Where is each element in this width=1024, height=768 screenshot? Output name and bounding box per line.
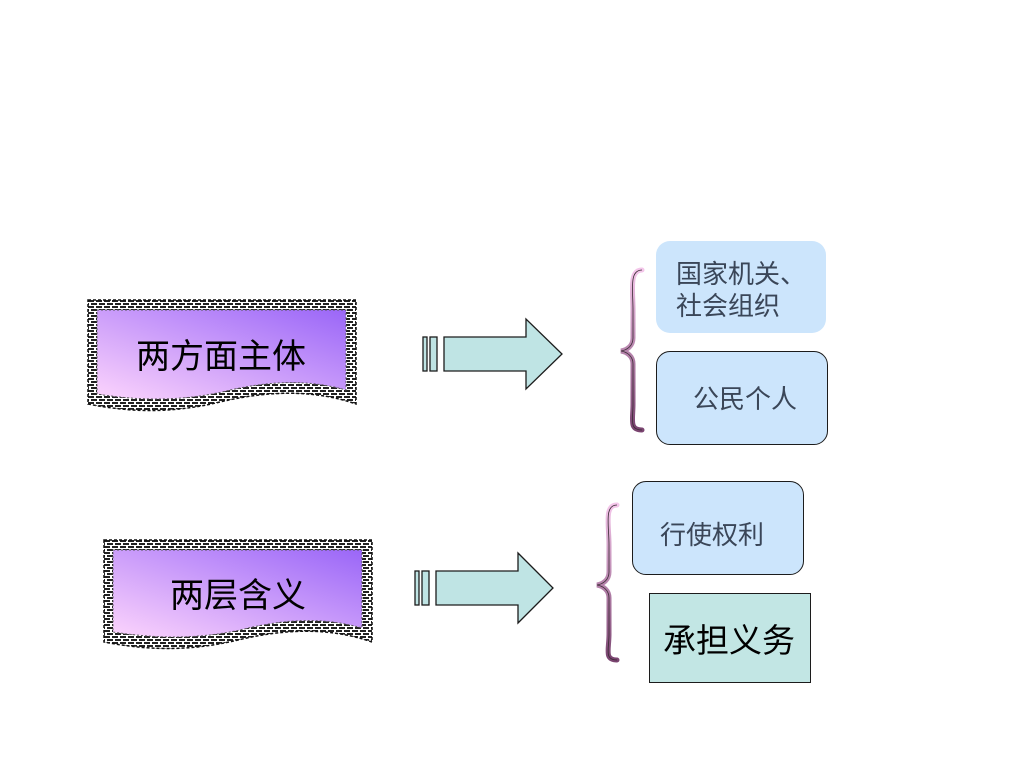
banner-subjects-title: 两方面主体 — [136, 337, 306, 377]
node-exercise-rights: 行使权利 — [632, 481, 804, 575]
node-state-organs-line2: 社会组织 — [676, 292, 781, 322]
node-citizens: 公民个人 — [656, 351, 828, 445]
arrow-subjects — [422, 317, 563, 391]
brace-meanings — [596, 502, 620, 663]
brace-subjects-outline — [620, 269, 643, 431]
node-state-organs-line1: 国家机关、 — [676, 260, 807, 290]
node-citizens-label: 公民个人 — [693, 385, 798, 415]
banner-meanings-fill — [112, 549, 363, 638]
banner-meanings — [103, 539, 373, 650]
node-fulfill-duties: 承担义务 — [649, 593, 811, 683]
arrow-meanings — [414, 551, 554, 625]
node-state-organs: 国家机关、 社会组织 — [656, 241, 826, 333]
banner-meanings-title: 两层含义 — [170, 576, 306, 616]
node-exercise-rights-label: 行使权利 — [660, 521, 765, 551]
node-fulfill-duties-label: 承担义务 — [663, 621, 795, 660]
banner-subjects — [87, 299, 357, 412]
brace-meanings-outline — [596, 504, 618, 661]
banner-subjects-fill — [96, 309, 347, 400]
